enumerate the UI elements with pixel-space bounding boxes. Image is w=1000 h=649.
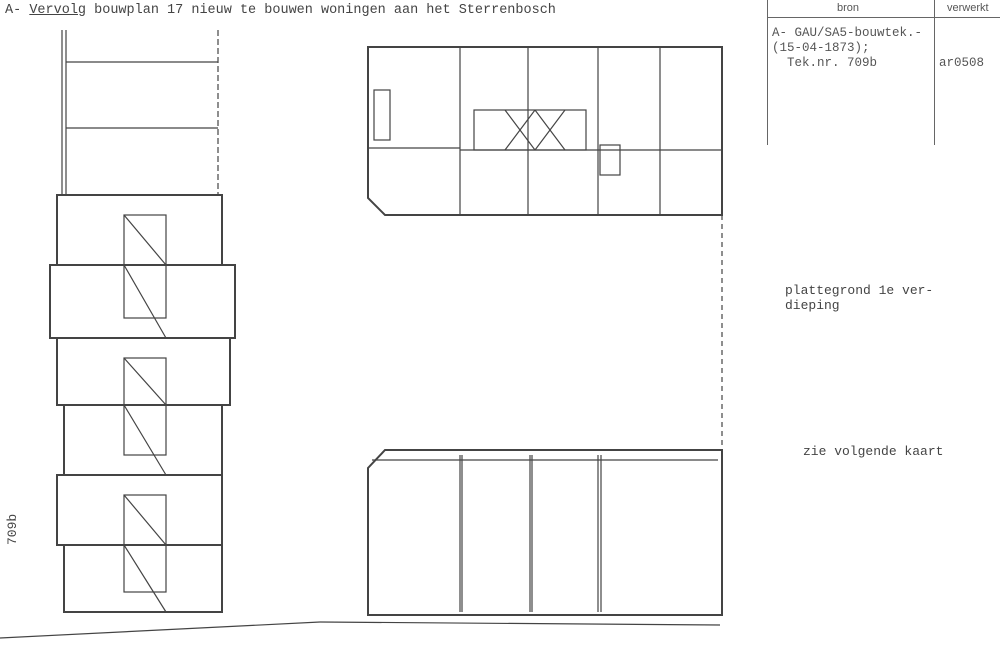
stair-cross [123,214,167,266]
house-unit [56,337,231,406]
floor-label-line-1: plattegrond 1e ver- [785,283,934,298]
bottom-right-block [367,449,723,616]
side-drawing-number: 709b [5,513,20,545]
stair-hall [123,404,167,456]
stair-hall [123,544,167,593]
bron-line-2: (15-04-1873); [772,41,870,55]
header-bron: bron [837,2,860,14]
street-line [0,621,321,639]
stair-cross [123,357,167,406]
drawing-title: A- Vervolg bouwplan 17 nieuw te bouwen w… [5,3,556,18]
stair-cross [123,404,167,476]
floor-label-line-2: dieping [785,298,840,313]
header-verwerkt: verwerkt [947,2,989,14]
stair-hall [123,264,167,319]
see-next-map-note: zie volgende kaart [803,444,944,459]
stair-cross [123,494,167,546]
stair-cross [123,264,167,339]
source-table: bron verwerkt A- GAU/SA5-bouwtek.- (15-0… [767,0,1000,145]
house-unit [49,264,236,339]
house-unit [63,544,223,613]
left-row-houses [49,194,236,613]
house-unit [56,194,223,266]
house-unit [56,474,223,546]
verwerkt-value: ar0508 [939,56,985,70]
house-unit [63,404,223,476]
bron-line-3: Tek.nr. 709b [772,56,878,70]
stair-cross [123,544,167,613]
top-right-block [367,46,723,216]
bron-line-1: A- GAU/SA5-bouwtek.- [772,26,923,40]
left-top-lots [61,30,219,195]
